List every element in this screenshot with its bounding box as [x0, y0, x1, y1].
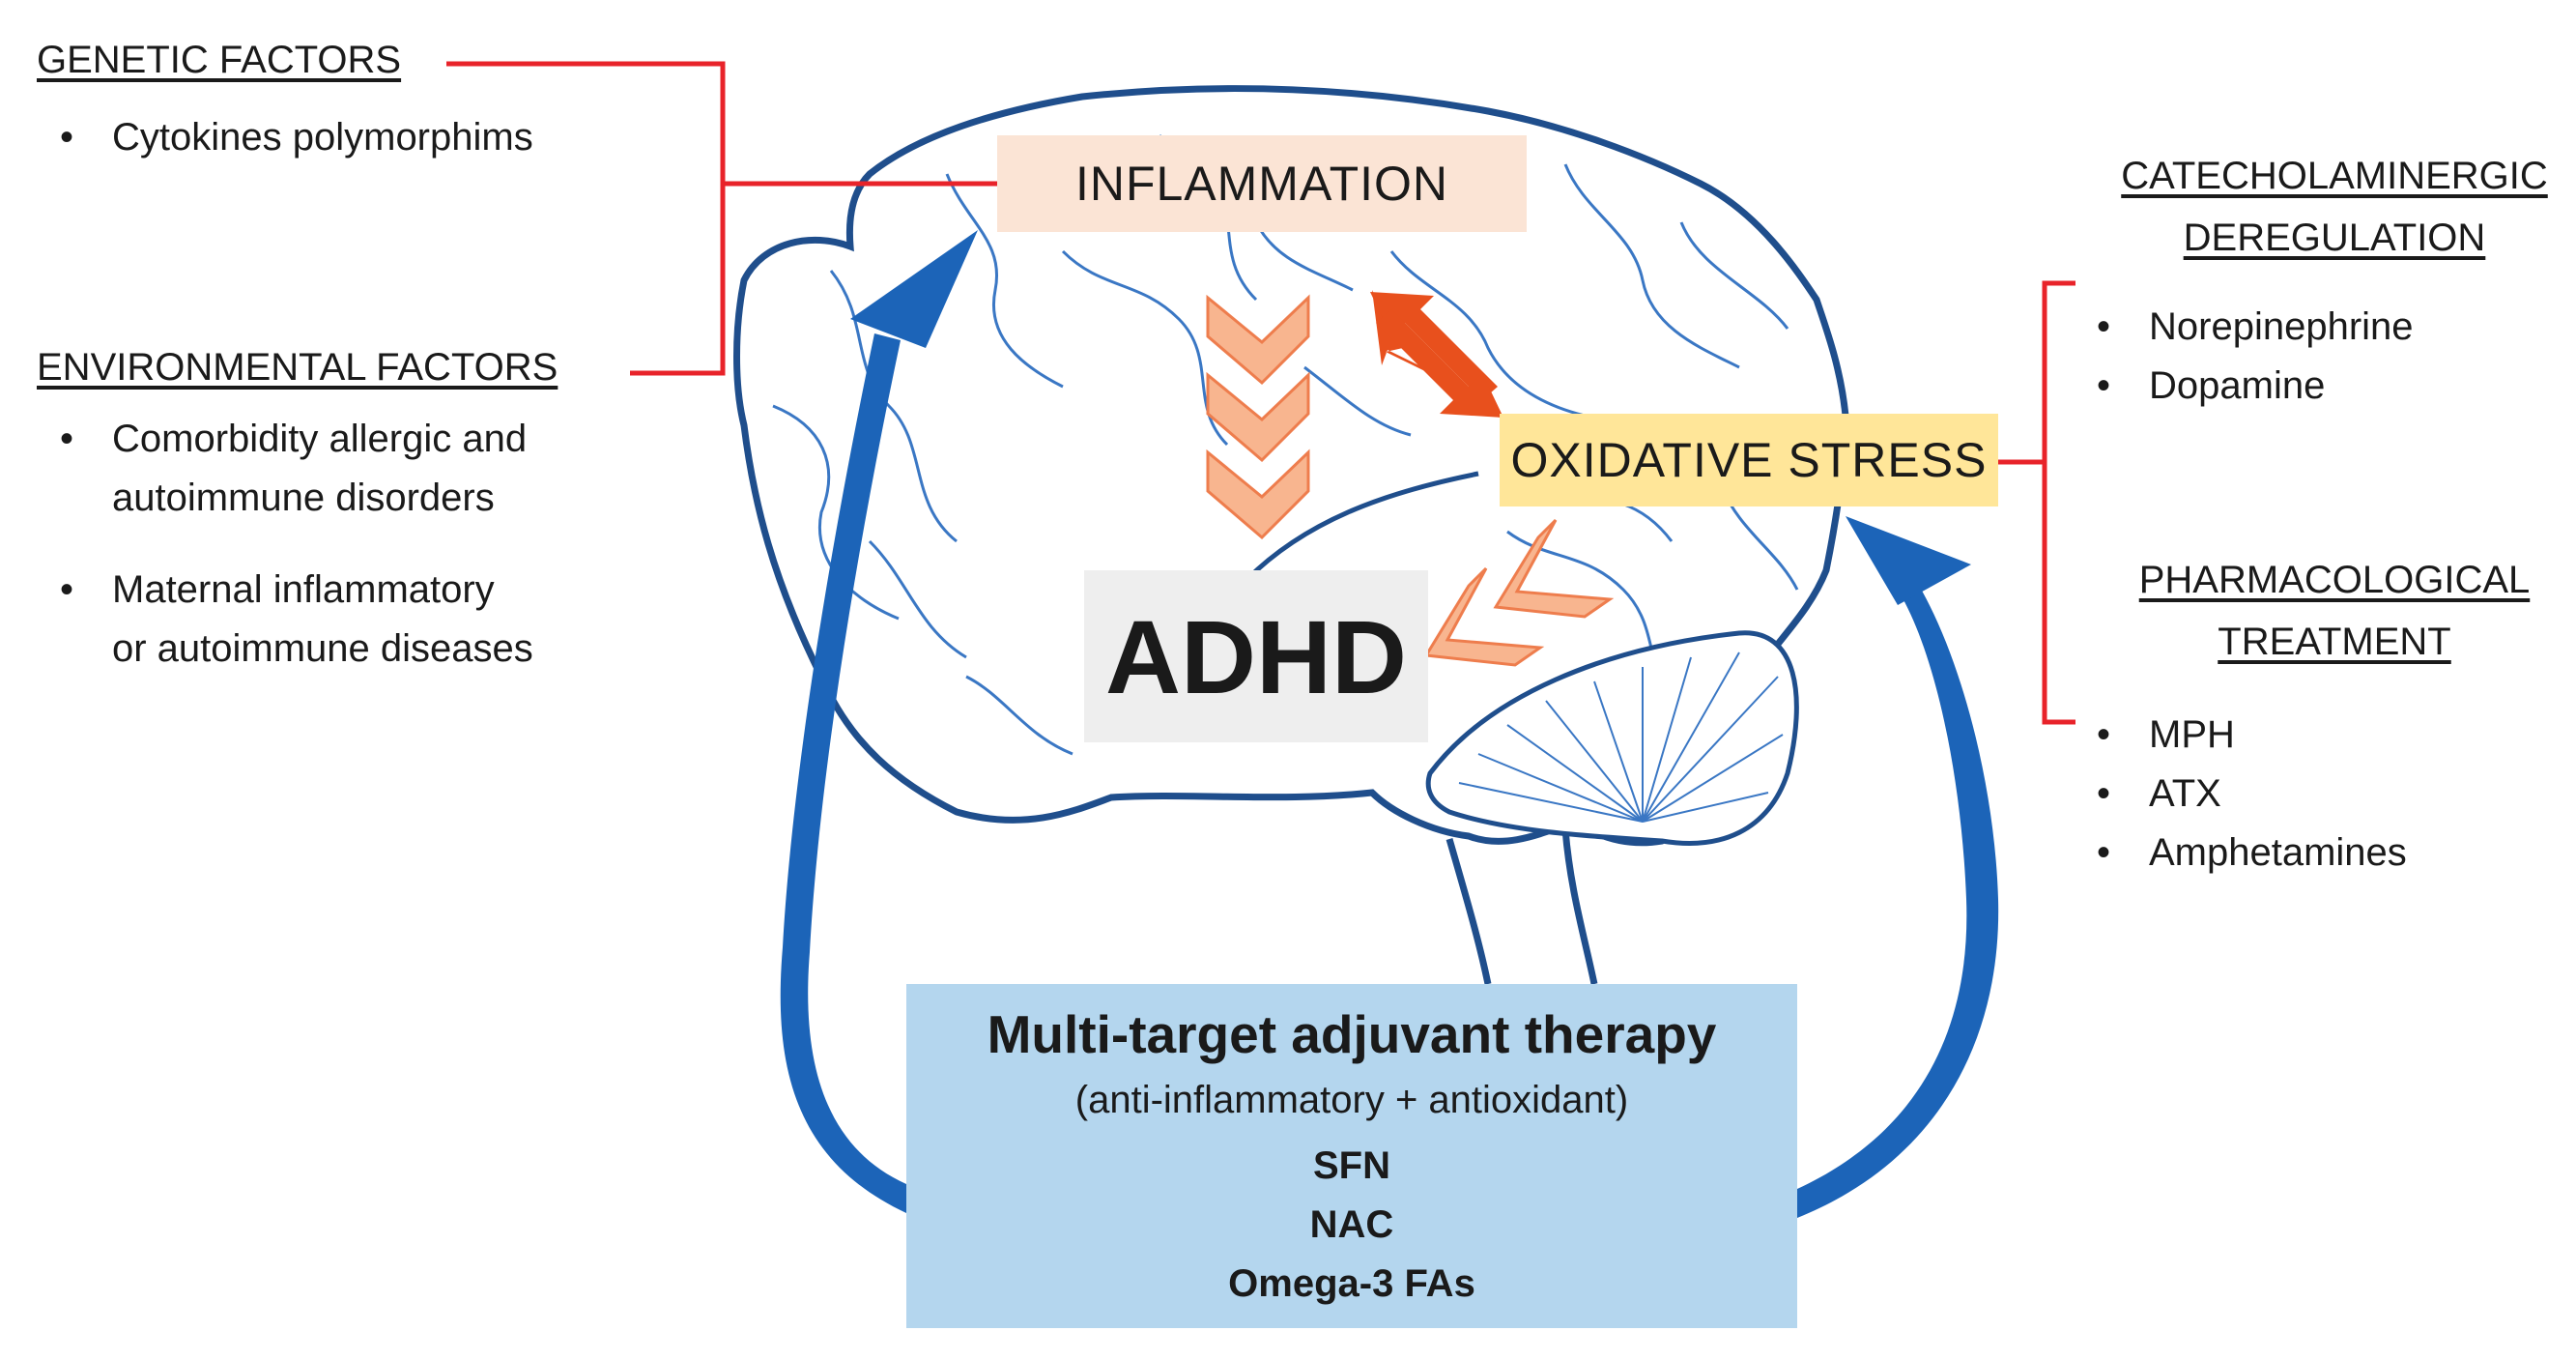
adhd-label: ADHD — [1105, 597, 1407, 715]
catecholaminergic-heading: CATECHOLAMINERGIC DEREGULATION — [2121, 155, 2548, 259]
bullet: • — [60, 418, 74, 460]
agent-omega3: Omega-3 FAs — [1228, 1262, 1475, 1305]
therapy-box: Multi-target adjuvant therapy (anti-infl… — [906, 984, 1797, 1328]
brain-stem — [1445, 828, 1598, 985]
inflammation-label: INFLAMMATION — [1074, 157, 1449, 211]
right-flow-arrowhead — [1846, 516, 1971, 605]
environmental-factors-heading: ENVIRONMENTAL FACTORS — [37, 346, 558, 389]
list-item: • ATX — [2091, 765, 2407, 824]
bullet: • — [2097, 772, 2111, 815]
bullet: • — [2097, 364, 2111, 407]
agent-sfn: SFN — [1313, 1144, 1390, 1187]
bullet: • — [60, 568, 74, 611]
environmental-factors-list: • Comorbidity allergic and autoimmune di… — [54, 410, 533, 711]
list-item: • Comorbidity allergic and autoimmune di… — [54, 410, 533, 528]
bullet: • — [2097, 831, 2111, 874]
catecholaminergic-list: • Norepinephrine • Dopamine — [2091, 298, 2414, 416]
pharmacological-heading: PHARMACOLOGICAL TREATMENT — [2138, 559, 2531, 663]
therapy-title: Multi-target adjuvant therapy — [987, 1004, 1717, 1064]
right-bracket — [1998, 280, 2075, 725]
pharmacological-list: • MPH • ATX • Amphetamines — [2091, 706, 2407, 883]
left-bracket — [446, 61, 997, 376]
list-item: • Norepinephrine — [2091, 298, 2414, 357]
oxidative-stress-label: OXIDATIVE STRESS — [1510, 433, 1988, 487]
list-item: • Dopamine — [2091, 357, 2414, 416]
chevron-arrows-down — [1206, 294, 1310, 540]
list-item: • Cytokines polymorphims — [54, 108, 533, 167]
inflammation-box: INFLAMMATION — [997, 135, 1527, 232]
bullet: • — [2097, 713, 2111, 756]
genetic-factors-list: • Cytokines polymorphims — [54, 108, 533, 167]
genetic-factors-heading: GENETIC FACTORS — [37, 39, 402, 81]
left-flow-arrowhead — [850, 230, 978, 348]
adhd-box: ADHD — [1084, 570, 1428, 742]
agent-nac: NAC — [1309, 1203, 1394, 1246]
oxidative-stress-box: OXIDATIVE STRESS — [1500, 414, 1998, 506]
cerebellum-folia — [1458, 651, 1784, 823]
cerebellum — [1425, 630, 1799, 846]
bullet: • — [60, 116, 74, 159]
therapy-agents: SFN NAC Omega-3 FAs — [906, 1137, 1797, 1314]
chevron-arrows-diagonal — [1423, 518, 1615, 667]
list-item: • Amphetamines — [2091, 824, 2407, 883]
therapy-subtitle: (anti-inflammatory + antioxidant) — [1074, 1079, 1629, 1121]
bullet: • — [2097, 305, 2111, 348]
list-item: • Maternal inflammatory or autoimmune di… — [54, 561, 533, 679]
lateral-fissure — [1245, 471, 1479, 582]
bidirectional-arrow — [1370, 290, 1503, 418]
left-flow-arrow — [780, 333, 906, 1213]
list-item: • MPH — [2091, 706, 2407, 765]
right-flow-arrow — [1797, 559, 1999, 1218]
